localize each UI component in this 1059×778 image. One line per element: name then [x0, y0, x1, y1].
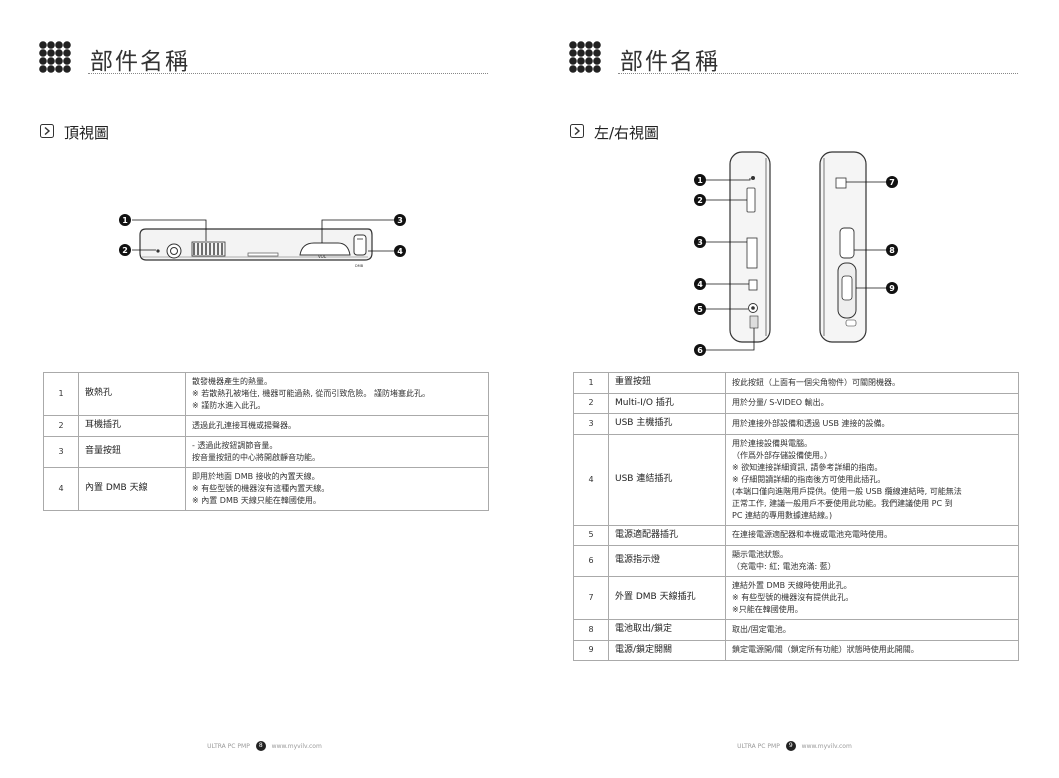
- table-row: 8 電池取出/鎖定 取出/固定電池。: [573, 619, 1019, 641]
- page-number: 9: [785, 741, 796, 751]
- callout-5: 5: [694, 303, 706, 315]
- footer-url: www.myvilv.com: [801, 742, 852, 750]
- svg-text:3: 3: [697, 238, 703, 247]
- table-row: 2 耳機插孔 透過此孔連接耳機或揚聲器。: [43, 415, 489, 437]
- table-row: 1 散熱孔 散發機器產生的熱量。 ※ 若散熱孔被堵住, 機器可能過熱, 從而引致…: [43, 372, 489, 416]
- page-footer: ULTRA PC PMP 9 www.myvilv.com: [530, 741, 1059, 751]
- grid-logo-icon: [569, 41, 601, 73]
- table-row: 2 Multi-I/O 插孔 用於分量/ S-VIDEO 輸出。: [573, 392, 1019, 414]
- callout-2: 2: [119, 244, 131, 256]
- parts-table: 1 散熱孔 散發機器產生的熱量。 ※ 若散熱孔被堵住, 機器可能過熱, 從而引致…: [43, 372, 489, 511]
- right-page: 部件名稱 左/右視圖: [530, 0, 1059, 778]
- page-title: 部件名稱: [90, 49, 190, 75]
- page-title: 部件名稱: [620, 49, 720, 75]
- svg-text:6: 6: [697, 346, 703, 355]
- callout-1: 1: [119, 214, 131, 226]
- chevron-right-box-icon: [40, 124, 54, 138]
- header-divider: [88, 73, 488, 74]
- svg-text:2: 2: [697, 196, 703, 205]
- footer-brand: ULTRA PC PMP: [737, 742, 780, 750]
- left-page: 部件名稱 頂視圖 VOL DMB: [0, 0, 529, 778]
- callout-8: 8: [886, 244, 898, 256]
- table-row: 5 電源適配器插孔 在連接電源適配器和本機或電池充電時使用。: [573, 524, 1019, 546]
- header-divider: [618, 73, 1018, 74]
- table-row: 4 內置 DMB 天線 即用於地面 DMB 接收的內置天線。 ※ 有些型號的機器…: [43, 466, 489, 511]
- svg-text:4: 4: [397, 247, 403, 256]
- svg-text:1: 1: [122, 216, 128, 225]
- side-view-diagram: 1 2 3 4 5 6 7 8 9: [694, 151, 898, 356]
- page-footer: ULTRA PC PMP 8 www.myvilv.com: [0, 741, 529, 751]
- svg-text:2: 2: [122, 246, 128, 255]
- svg-text:4: 4: [697, 280, 703, 289]
- footer-brand: ULTRA PC PMP: [207, 742, 250, 750]
- callout-7: 7: [886, 176, 898, 188]
- table-row: 3 音量按鈕 - 透過此按鈕調節音量。 按音量按鈕的中心將開啟靜音功能。: [43, 435, 489, 468]
- svg-text:5: 5: [697, 305, 703, 314]
- svg-text:1: 1: [697, 176, 703, 185]
- dmb-label: DMB: [355, 264, 364, 268]
- page-header: 部件名稱: [568, 38, 1018, 78]
- table-row: 1 重置按鈕 按此按鈕（上面有一個尖角物件）可關閉機器。: [573, 372, 1019, 394]
- callout-3: 3: [694, 236, 706, 248]
- svg-text:3: 3: [397, 216, 403, 225]
- svg-text:9: 9: [889, 284, 895, 293]
- callout-4: 4: [394, 245, 406, 257]
- callout-2: 2: [694, 194, 706, 206]
- table-row: 9 電源/鎖定開關 鎖定電源開/關（鎖定所有功能）狀態時使用此開關。: [573, 639, 1019, 661]
- callout-1: 1: [694, 174, 706, 186]
- table-row: 7 外置 DMB 天線插孔 連結外置 DMB 天線時使用此孔。 ※ 有些型號的機…: [573, 576, 1019, 620]
- top-view-diagram: VOL DMB 1 2 3 4: [119, 214, 406, 268]
- callout-3: 3: [394, 214, 406, 226]
- table-row: 6 電源指示燈 顯示電池狀態。 （充電中: 紅; 電池充滿: 藍）: [573, 545, 1019, 577]
- grid-logo-icon: [39, 41, 71, 73]
- footer-url: www.myvilv.com: [271, 742, 322, 750]
- table-row: 3 USB 主機插孔 用於連接外部設備和透過 USB 連接的設備。: [573, 413, 1019, 435]
- svg-text:7: 7: [889, 178, 895, 187]
- section-title: 左/右視圖: [594, 124, 660, 142]
- vol-label: VOL: [318, 254, 327, 259]
- callout-4: 4: [694, 278, 706, 290]
- table-row: 4 USB 連結插孔 用於連接設備與電腦。 （作爲外部存儲設備使用。） ※ 欲知…: [573, 433, 1019, 526]
- page-header: 部件名稱: [38, 38, 488, 78]
- callout-6: 6: [694, 344, 706, 356]
- callout-9: 9: [886, 282, 898, 294]
- section-title: 頂視圖: [64, 124, 110, 142]
- chevron-right-box-icon: [570, 124, 584, 138]
- svg-text:8: 8: [889, 246, 895, 255]
- parts-table: 1 重置按鈕 按此按鈕（上面有一個尖角物件）可關閉機器。 2 Multi-I/O…: [573, 372, 1019, 661]
- page-number: 8: [255, 741, 266, 751]
